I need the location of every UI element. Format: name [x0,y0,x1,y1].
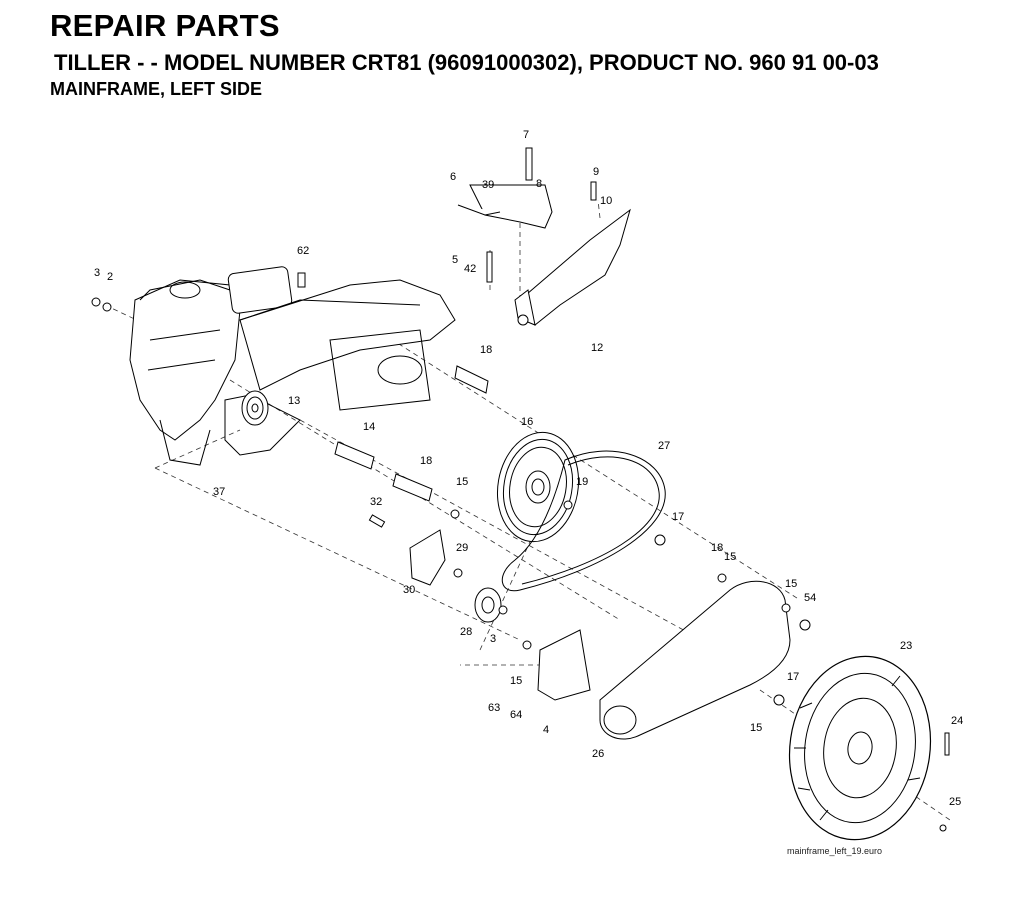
callout-label: 17 [672,511,684,523]
callout-label: 12 [591,342,603,354]
callout-label: 32 [370,496,382,508]
callout-label: 62 [297,245,309,257]
diagram-filename: mainframe_left_19.euro [787,846,883,856]
callout-label: 14 [363,421,375,433]
callout-label: 15 [750,722,762,734]
callout-label: 27 [658,440,670,452]
callout-label: 37 [213,486,225,498]
callout-label: 15 [724,551,736,563]
callout-label: 8 [536,178,542,190]
callout-label: 30 [403,584,415,596]
page-title: REPAIR PARTS [50,8,280,43]
callout-label: 18 [420,455,432,467]
callout-label: 2 [107,271,113,283]
callout-label: 15 [785,578,797,590]
callout-label: 5 [452,254,458,266]
callout-label: 17 [787,671,799,683]
callout-label: 26 [592,748,604,760]
callout-label: 24 [951,715,963,727]
engine-pulley [241,390,269,426]
callout-label: 39 [482,179,494,191]
engine-assembly [129,266,456,466]
callout-label: 29 [456,542,468,554]
callout-label: 42 [464,263,476,275]
callout-label: 63 [488,702,500,714]
callout-label: 6 [450,171,456,183]
v-belt [501,450,666,592]
callout-label: 13 [288,395,300,407]
callout-label: 25 [949,796,961,808]
callout-label: 18 [480,344,492,356]
callout-label: 9 [593,166,599,178]
model-subtitle: TILLER - - MODEL NUMBER CRT81 (960910003… [54,50,879,75]
callout-label: 54 [804,592,816,604]
callout-labels: 7 9 6 39 8 10 5 42 62 3 2 12 18 13 14 16… [94,129,963,808]
callout-label: 15 [510,675,522,687]
callout-label: 19 [576,476,588,488]
callout-label: 10 [600,195,612,207]
callout-label: 28 [460,626,472,638]
callout-label: 64 [510,709,522,721]
fasteners [91,147,950,832]
callout-label: 4 [543,724,549,736]
callout-label: 23 [900,640,912,652]
belt-cover [537,580,791,740]
drive-pulley [496,431,580,543]
section-title: MAINFRAME, LEFT SIDE [50,79,262,99]
callout-label: 3 [94,267,100,279]
callout-label: 18 [711,542,723,554]
callout-label: 16 [521,416,533,428]
spacer-tubes [334,365,489,502]
idler-arm [409,529,502,623]
callout-label: 15 [456,476,468,488]
callout-label: 3 [490,633,496,645]
callout-label: 7 [523,129,529,141]
wheel-tire [788,655,932,841]
